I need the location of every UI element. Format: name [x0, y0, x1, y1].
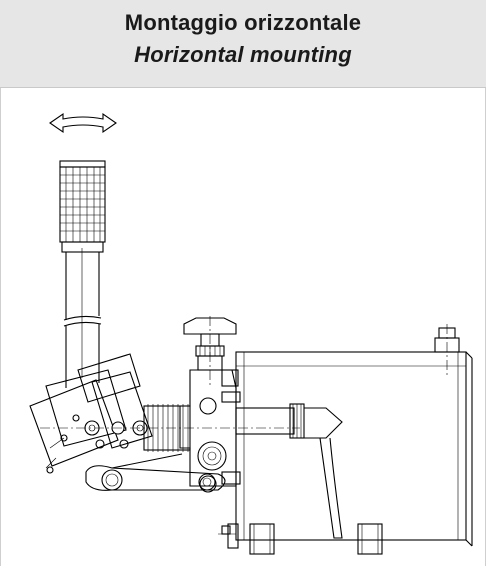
valve-body [179, 369, 241, 493]
suction-pipe [63, 248, 102, 388]
title-english: Horizontal mounting [134, 42, 352, 67]
valve-handle [183, 316, 237, 388]
pump-body [40, 414, 300, 474]
tank-cap [434, 324, 460, 378]
flange-bolts [218, 525, 236, 535]
technical-drawing [0, 88, 486, 566]
spring-bellows [143, 404, 191, 452]
left-border [0, 88, 1, 566]
pump-flange-frames [29, 353, 153, 467]
drawing-svg [29, 112, 473, 555]
tank [235, 351, 473, 547]
header: Montaggio orizzontale Horizontal mountin… [0, 0, 486, 88]
tank-feet [227, 523, 383, 555]
filter-cartridge [59, 160, 106, 253]
outlet-nozzle [235, 403, 343, 539]
rotation-arrow-icon [49, 112, 117, 134]
title-italian: Montaggio orizzontale [124, 10, 362, 35]
